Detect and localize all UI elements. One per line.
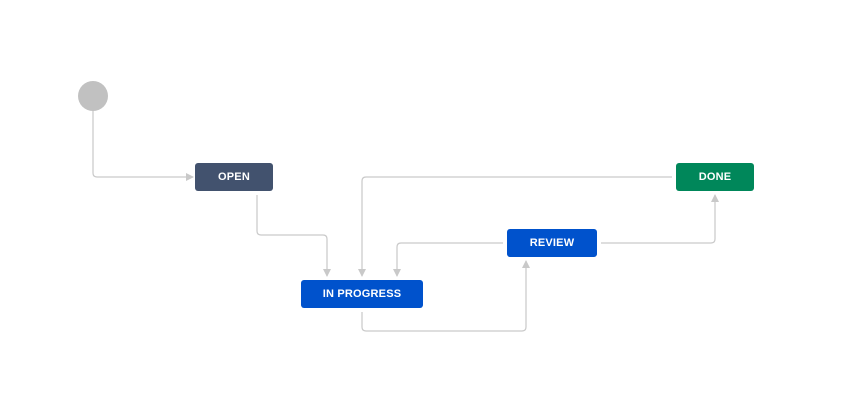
status-review[interactable]: REVIEW	[507, 229, 597, 257]
edge-done-to-inprogress[interactable]	[358, 176, 672, 277]
start-node[interactable]	[78, 81, 108, 111]
edge-review-to-inprogress[interactable]	[393, 242, 503, 277]
status-in-progress[interactable]: IN PROGRESS	[301, 280, 423, 308]
status-open[interactable]: OPEN	[195, 163, 273, 191]
edge-start-to-open[interactable]	[92, 111, 194, 181]
edge-open-to-inprogress[interactable]	[256, 195, 331, 277]
edge-review-to-done[interactable]	[601, 194, 719, 244]
edge-inprogress-to-review[interactable]	[361, 260, 530, 332]
status-done[interactable]: DONE	[676, 163, 754, 191]
